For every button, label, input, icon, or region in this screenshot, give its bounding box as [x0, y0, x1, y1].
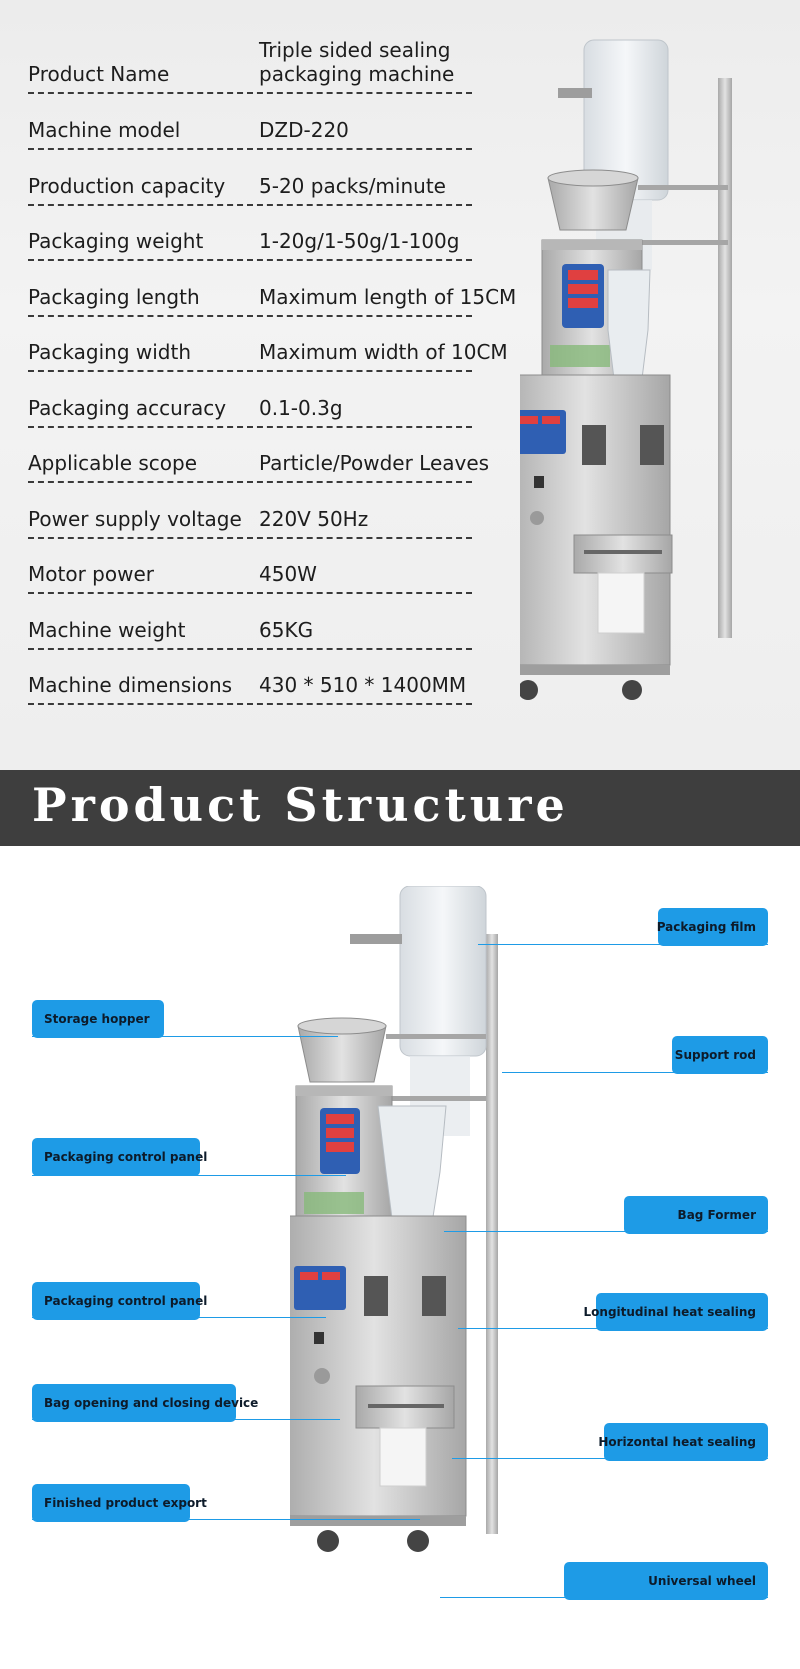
spec-label: Applicable scope	[28, 451, 198, 475]
machine-diagram	[290, 886, 498, 1552]
spec-row-applicable-scope: Applicable scope Particle/Powder Leaves	[28, 427, 489, 483]
spec-divider	[28, 204, 472, 206]
spec-row-packaging-width: Packaging width Maximum width of 10CM	[28, 316, 508, 372]
spec-divider	[28, 315, 472, 317]
spec-row-packaging-length: Packaging length Maximum length of 15CM	[28, 261, 516, 317]
spec-label: Motor power	[28, 562, 154, 586]
spec-row-machine-model: Machine model DZD-220	[28, 94, 472, 150]
banner-title: Product Structure	[32, 778, 569, 832]
spec-divider	[28, 537, 472, 539]
spec-row-machine-weight: Machine weight 65KG	[28, 594, 472, 650]
leader-finished-export	[32, 1519, 420, 1520]
spec-value: Maximum width of 10CM	[259, 340, 508, 364]
spec-value: 430 * 510 * 1400MM	[259, 673, 467, 697]
spec-label: Machine model	[28, 118, 181, 142]
spec-divider	[28, 426, 472, 428]
callout-packaging-control-panel-2: Packaging control panel	[32, 1282, 207, 1320]
callout-support-rod: Support rod	[672, 1036, 768, 1074]
spec-value: 1-20g/1-50g/1-100g	[259, 229, 460, 253]
spec-value: 220V 50Hz	[259, 507, 369, 531]
leader-packaging-control-panel-1	[32, 1175, 346, 1176]
spec-label: Packaging width	[28, 340, 192, 364]
spec-label: Power supply voltage	[28, 507, 242, 531]
spec-row-packaging-accuracy: Packaging accuracy 0.1-0.3g	[28, 372, 472, 428]
spec-value: Maximum length of 15CM	[259, 285, 517, 309]
section-banner: Product Structure	[0, 770, 800, 846]
structure-section: Packaging film Storage hopper Support ro…	[0, 846, 800, 1669]
leader-universal-wheel	[440, 1597, 768, 1598]
callout-bag-opening: Bag opening and closing device	[32, 1384, 258, 1422]
callout-finished-export: Finished product export	[32, 1484, 207, 1522]
spec-label: Packaging accuracy	[28, 396, 227, 420]
spec-divider	[28, 703, 472, 705]
leader-bag-opening	[32, 1419, 340, 1420]
callout-horizontal-heat-sealing: Horizontal heat sealing	[598, 1423, 768, 1461]
spec-divider	[28, 592, 472, 594]
spec-divider	[28, 259, 472, 261]
spec-section: Product Name Triple sided sealing packag…	[0, 0, 800, 770]
spec-label: Packaging weight	[28, 229, 204, 253]
spec-divider	[28, 481, 472, 483]
callout-packaging-film: Packaging film	[657, 908, 768, 946]
spec-value: Triple sided sealing packaging machine	[259, 38, 455, 86]
leader-packaging-film	[478, 944, 768, 945]
spec-value: 0.1-0.3g	[259, 396, 343, 420]
leader-longitudinal-heat-sealing	[458, 1328, 768, 1329]
spec-value: 5-20 packs/minute	[259, 174, 446, 198]
leader-bag-former	[444, 1231, 768, 1232]
spec-value: 65KG	[259, 618, 314, 642]
spec-label: Machine dimensions	[28, 673, 233, 697]
leader-horizontal-heat-sealing	[452, 1458, 768, 1459]
spec-value: Particle/Powder Leaves	[259, 451, 490, 475]
spec-divider	[28, 148, 472, 150]
spec-row-production-capacity: Production capacity 5-20 packs/minute	[28, 150, 472, 206]
machine-illustration	[520, 39, 732, 700]
leader-storage-hopper	[32, 1036, 338, 1037]
spec-row-product-name: Product Name Triple sided sealing packag…	[28, 38, 472, 94]
callout-packaging-control-panel-1: Packaging control panel	[32, 1138, 207, 1176]
callout-storage-hopper: Storage hopper	[32, 1000, 164, 1038]
spec-row-power-supply-voltage: Power supply voltage 220V 50Hz	[28, 483, 472, 539]
spec-row-motor-power: Motor power 450W	[28, 538, 472, 594]
spec-label: Machine weight	[28, 618, 186, 642]
spec-label: Packaging length	[28, 285, 200, 309]
callout-longitudinal-heat-sealing: Longitudinal heat sealing	[584, 1293, 768, 1331]
spec-divider	[28, 92, 472, 94]
callout-universal-wheel: Universal wheel	[564, 1562, 768, 1600]
spec-label: Product Name	[28, 62, 170, 86]
spec-value: 450W	[259, 562, 317, 586]
callout-bag-former: Bag Former	[624, 1196, 768, 1234]
spec-divider	[28, 370, 472, 372]
spec-divider	[28, 648, 472, 650]
spec-row-packaging-weight: Packaging weight 1-20g/1-50g/1-100g	[28, 205, 472, 261]
spec-value: DZD-220	[259, 118, 349, 142]
leader-packaging-control-panel-2	[32, 1317, 326, 1318]
spec-label: Production capacity	[28, 174, 226, 198]
leader-support-rod	[502, 1072, 768, 1073]
spec-row-machine-dimensions: Machine dimensions 430 * 510 * 1400MM	[28, 649, 472, 705]
